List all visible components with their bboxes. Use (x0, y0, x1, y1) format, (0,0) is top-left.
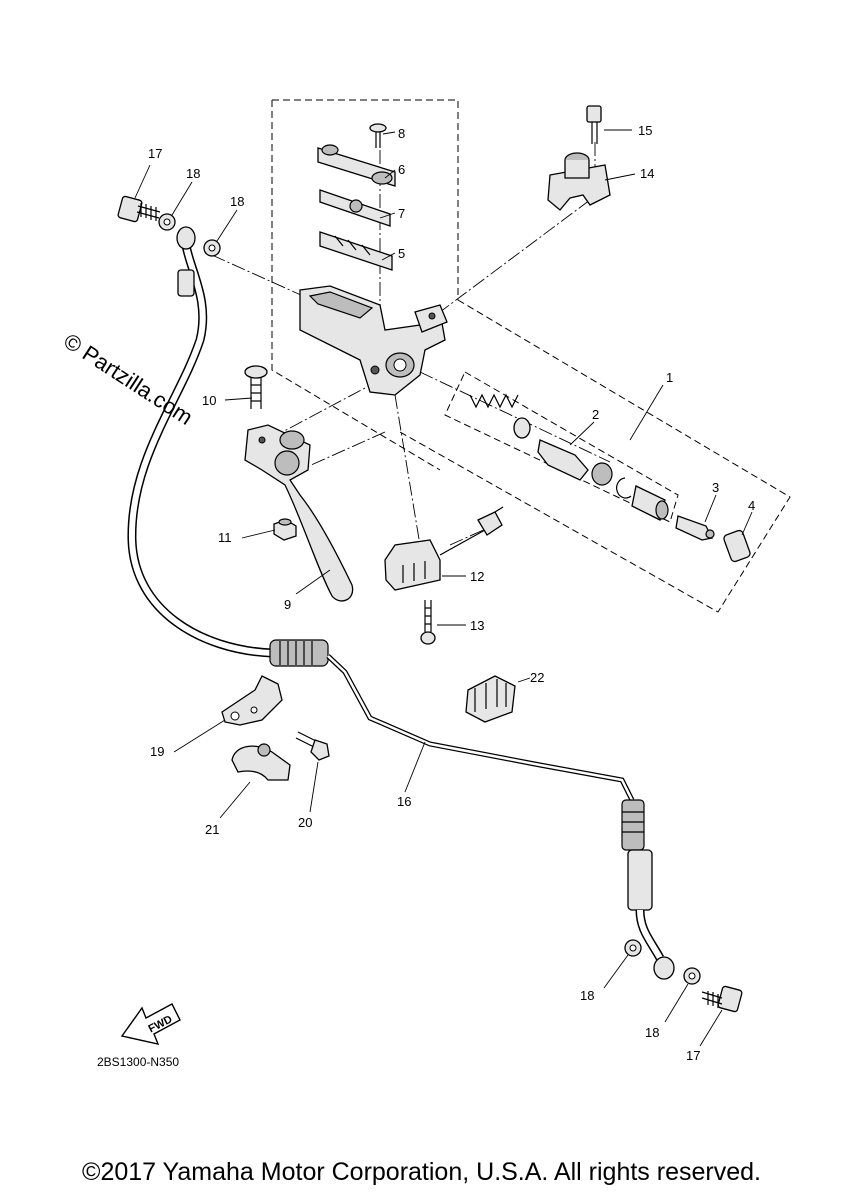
callout-21: 21 (205, 822, 219, 837)
hose-line (127, 226, 675, 980)
guide-19 (221, 675, 283, 726)
screw-8 (369, 123, 387, 148)
reservoir-cap-6 (317, 144, 396, 187)
callout-2: 2 (592, 407, 599, 422)
holder-clamp-14 (547, 152, 611, 211)
callout-17-upper: 17 (148, 146, 162, 161)
leader-lines (134, 129, 753, 1047)
bolt-20 (295, 731, 330, 761)
piston-kit-2 (469, 393, 669, 521)
callout-6: 6 (398, 162, 405, 177)
callout-16: 16 (397, 794, 411, 809)
callout-1: 1 (666, 370, 673, 385)
lever-9 (244, 424, 354, 602)
callout-18-upper-1: 18 (186, 166, 200, 181)
copyright-notice: ©2017 Yamaha Motor Corporation, U.S.A. A… (82, 1158, 761, 1186)
nut-11 (273, 518, 297, 541)
callout-18-lower-1: 18 (580, 988, 594, 1003)
screw-13 (420, 600, 436, 645)
callout-18-upper-2: 18 (230, 194, 244, 209)
callout-12: 12 (470, 569, 484, 584)
clamp-21 (231, 743, 291, 781)
union-bolt-upper (117, 195, 161, 223)
bolt-15 (586, 105, 602, 144)
callout-8: 8 (398, 126, 405, 141)
callout-10: 10 (202, 393, 216, 408)
callout-13: 13 (470, 618, 484, 633)
diaphragm-plate-7 (319, 189, 391, 227)
callout-20: 20 (298, 815, 312, 830)
callout-4: 4 (748, 498, 755, 513)
callout-22: 22 (530, 670, 544, 685)
switch-12 (384, 506, 504, 591)
dashed-group-piston-kit (444, 371, 679, 523)
diagram-code: 2BS1300-N350 (97, 1055, 179, 1069)
cable-guide-22 (465, 675, 516, 723)
callout-3: 3 (712, 480, 719, 495)
union-bolt-lower (701, 985, 743, 1013)
callout-19: 19 (150, 744, 164, 759)
callout-15: 15 (638, 123, 652, 138)
push-rod-3 (675, 515, 715, 541)
callout-14: 14 (640, 166, 654, 181)
dashed-group-master-cylinder (271, 99, 791, 613)
callout-9: 9 (284, 597, 291, 612)
callout-17-lower: 17 (686, 1048, 700, 1063)
boot-4 (723, 529, 751, 563)
callout-5: 5 (398, 246, 405, 261)
callout-11: 11 (218, 530, 232, 545)
pivot-bolt-10 (244, 365, 268, 409)
callout-18-lower-2: 18 (645, 1025, 659, 1040)
watermark: © Partzilla.com (59, 328, 197, 430)
master-cylinder-body (299, 285, 448, 396)
fwd-arrow-icon: FWD (120, 1003, 181, 1045)
callout-7: 7 (398, 206, 405, 221)
diaphragm-5 (319, 231, 393, 271)
